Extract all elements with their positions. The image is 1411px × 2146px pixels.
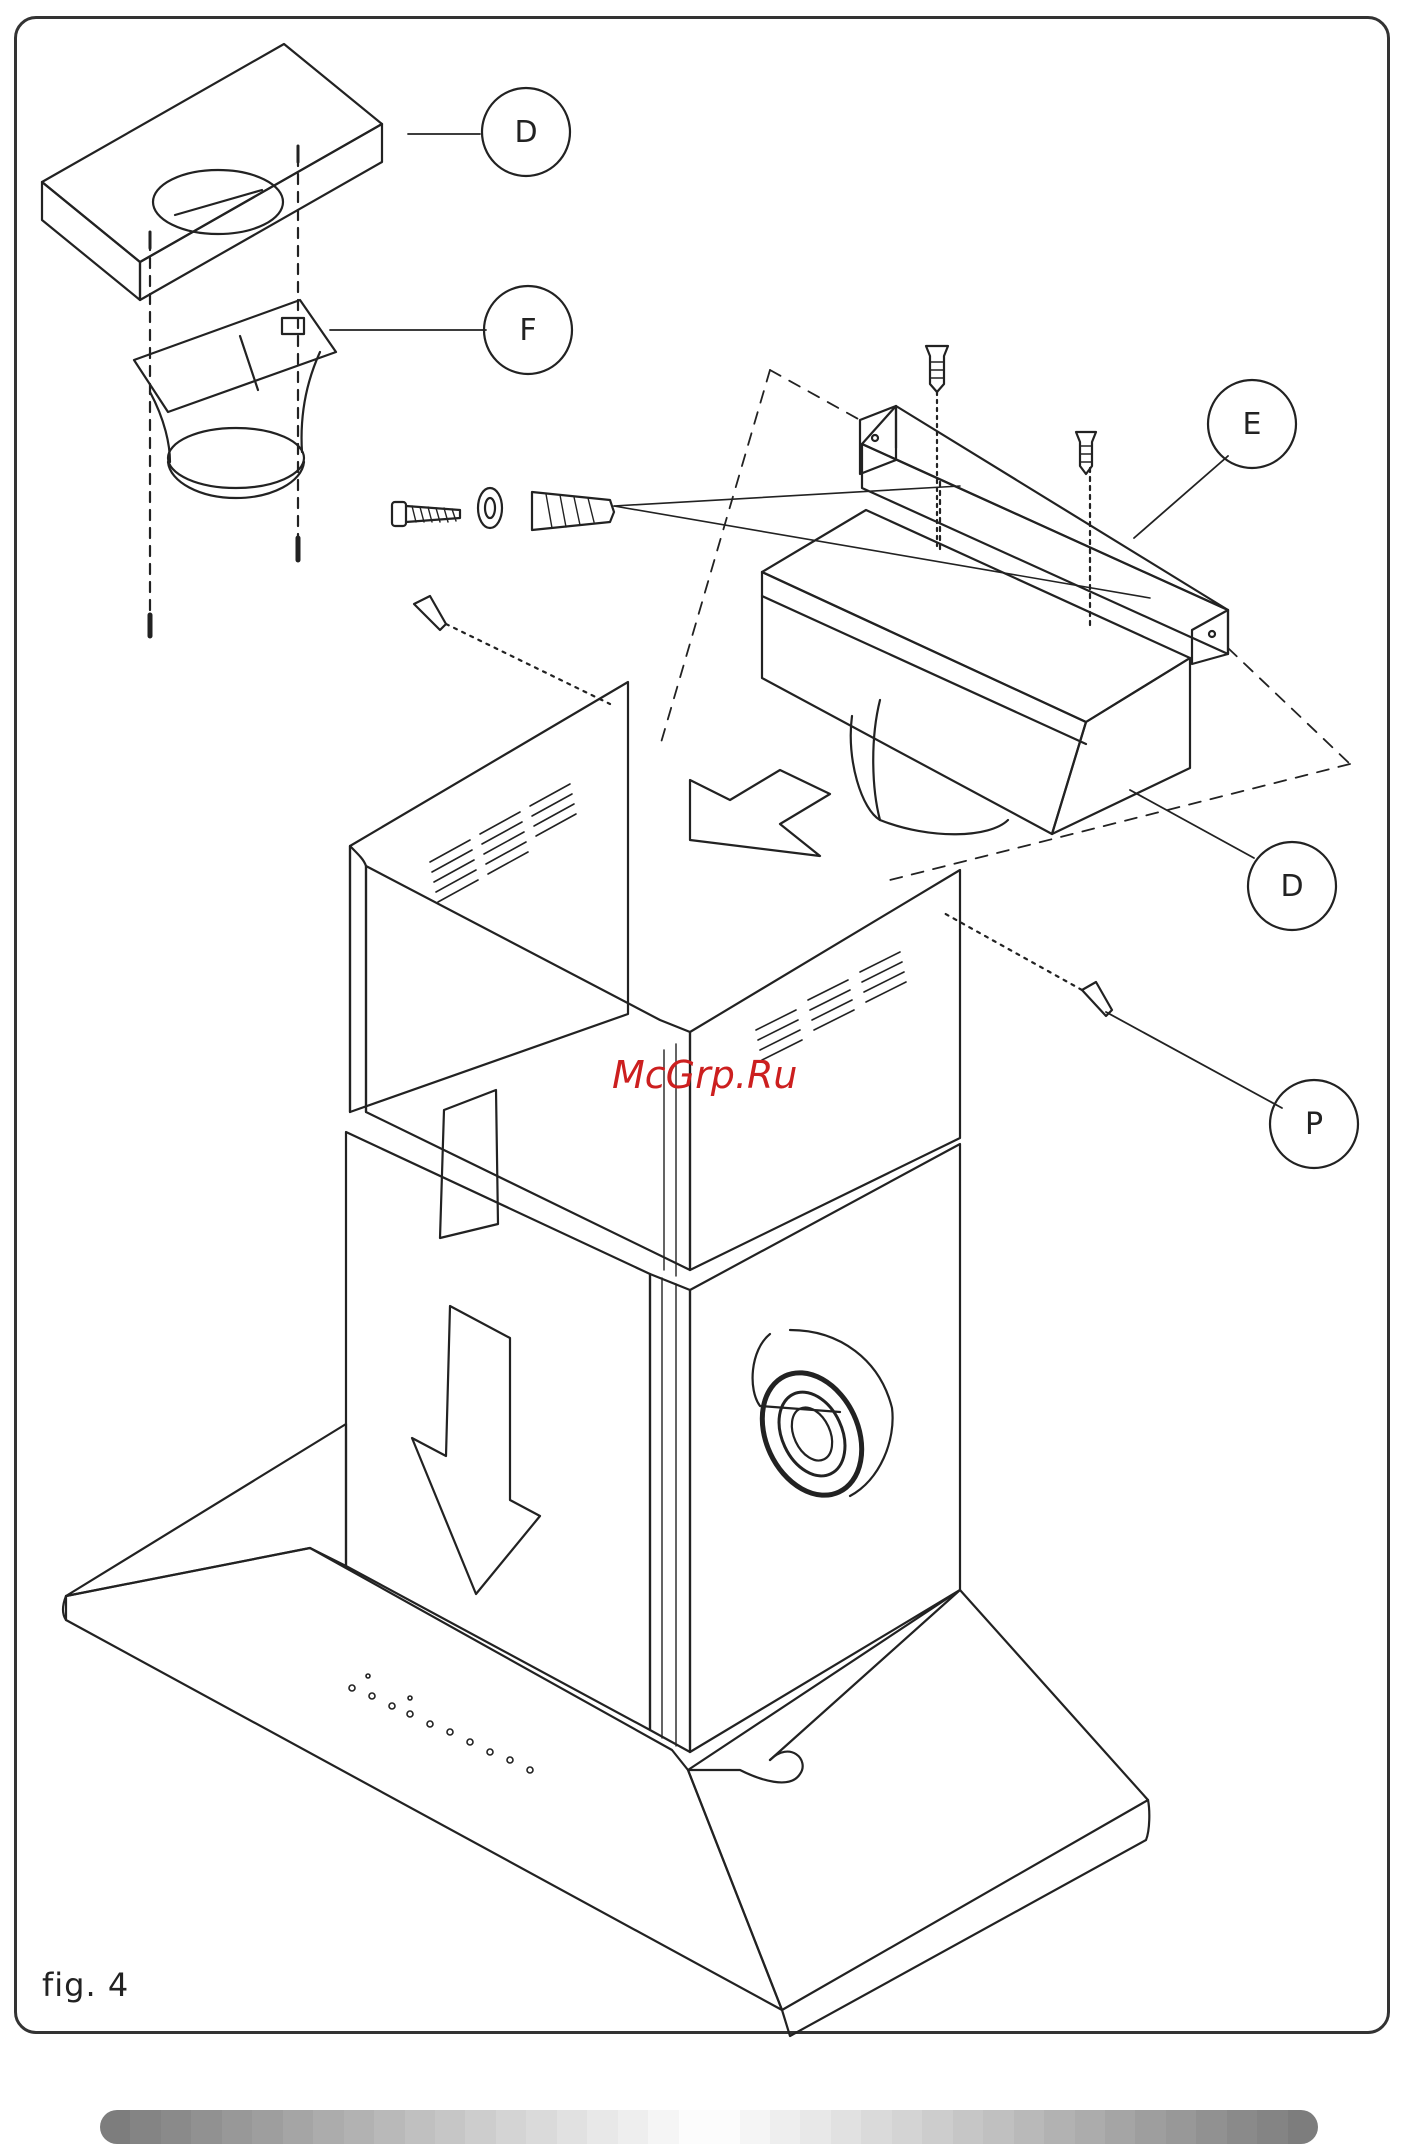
wall-fixing-set xyxy=(392,486,1150,598)
grayscale-swatch xyxy=(800,2110,830,2144)
wall-bracket xyxy=(860,406,1228,664)
grayscale-swatch xyxy=(344,2110,374,2144)
grayscale-swatch xyxy=(313,2110,343,2144)
grayscale-swatch xyxy=(648,2110,678,2144)
grayscale-swatch xyxy=(465,2110,495,2144)
control-panel xyxy=(349,1674,533,1773)
grayscale-swatch xyxy=(740,2110,770,2144)
grayscale-swatch xyxy=(557,2110,587,2144)
callout-d-right: D xyxy=(1280,869,1303,904)
hood-canopy xyxy=(63,1424,1149,2036)
grayscale-swatch xyxy=(161,2110,191,2144)
callout-f: F xyxy=(519,313,536,348)
grayscale-swatch xyxy=(1196,2110,1226,2144)
grayscale-swatch xyxy=(130,2110,160,2144)
bracket-screws xyxy=(926,346,1096,546)
grayscale-swatch xyxy=(679,2110,709,2144)
watermark: McGrp.Ru xyxy=(612,1053,797,1097)
grayscale-swatch xyxy=(526,2110,556,2144)
grayscale-swatch xyxy=(861,2110,891,2144)
install-outline xyxy=(660,370,1350,880)
grayscale-strip xyxy=(100,2110,1318,2144)
grayscale-swatch xyxy=(1166,2110,1196,2144)
grayscale-swatch xyxy=(618,2110,648,2144)
grayscale-swatch xyxy=(983,2110,1013,2144)
grayscale-swatch xyxy=(1014,2110,1044,2144)
grayscale-swatch xyxy=(100,2110,130,2144)
grayscale-swatch xyxy=(770,2110,800,2144)
tape-roll xyxy=(743,1330,892,1511)
duct-box-top xyxy=(42,44,382,300)
down-arrow xyxy=(412,1306,540,1594)
grayscale-swatch xyxy=(405,2110,435,2144)
grayscale-swatch xyxy=(1044,2110,1074,2144)
grayscale-swatch xyxy=(587,2110,617,2144)
grayscale-swatch xyxy=(892,2110,922,2144)
grayscale-swatch xyxy=(496,2110,526,2144)
grayscale-swatch xyxy=(435,2110,465,2144)
grayscale-swatch xyxy=(1105,2110,1135,2144)
upper-vents xyxy=(430,784,906,1060)
duct-box-right xyxy=(762,510,1190,834)
callout-circles xyxy=(482,88,1358,1168)
grayscale-swatch xyxy=(374,2110,404,2144)
grayscale-swatch xyxy=(1257,2110,1287,2144)
grayscale-swatch xyxy=(953,2110,983,2144)
callout-d-top: D xyxy=(514,115,537,150)
grayscale-swatch xyxy=(1075,2110,1105,2144)
grayscale-swatch xyxy=(191,2110,221,2144)
flow-arrow xyxy=(690,770,830,856)
side-screw-left xyxy=(414,596,610,704)
figure-caption: fig. 4 xyxy=(42,1966,129,2004)
side-screw-right xyxy=(942,912,1112,1016)
grayscale-swatch xyxy=(1227,2110,1257,2144)
chimney-lower xyxy=(346,1044,960,1752)
flange-adapter xyxy=(134,300,336,498)
callout-e: E xyxy=(1243,407,1262,442)
tape-strip xyxy=(440,1090,498,1238)
grayscale-swatch xyxy=(283,2110,313,2144)
grayscale-swatch xyxy=(222,2110,252,2144)
grayscale-swatch xyxy=(922,2110,952,2144)
callout-p: P xyxy=(1305,1107,1323,1142)
grayscale-swatch xyxy=(252,2110,282,2144)
grayscale-swatch xyxy=(831,2110,861,2144)
grayscale-swatch xyxy=(709,2110,739,2144)
grayscale-swatch xyxy=(1135,2110,1165,2144)
